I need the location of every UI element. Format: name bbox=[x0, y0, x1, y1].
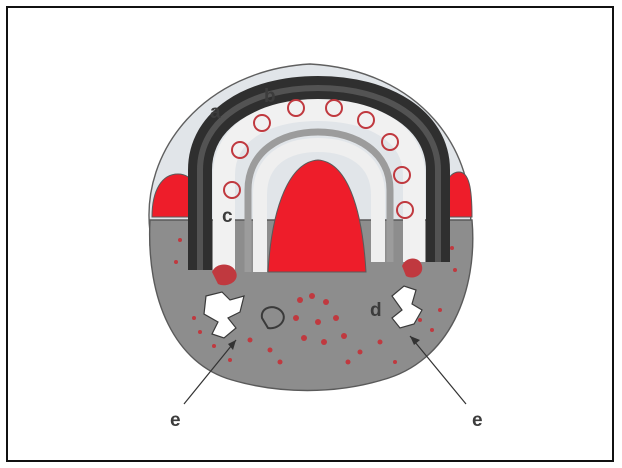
label-e-left: e bbox=[170, 410, 181, 431]
label-c: c bbox=[222, 206, 233, 227]
label-d: d bbox=[370, 300, 382, 321]
right-pointer-line bbox=[410, 336, 466, 404]
label-b: b bbox=[264, 86, 276, 107]
label-a: a bbox=[210, 102, 221, 123]
label-e-right: e bbox=[472, 410, 483, 431]
